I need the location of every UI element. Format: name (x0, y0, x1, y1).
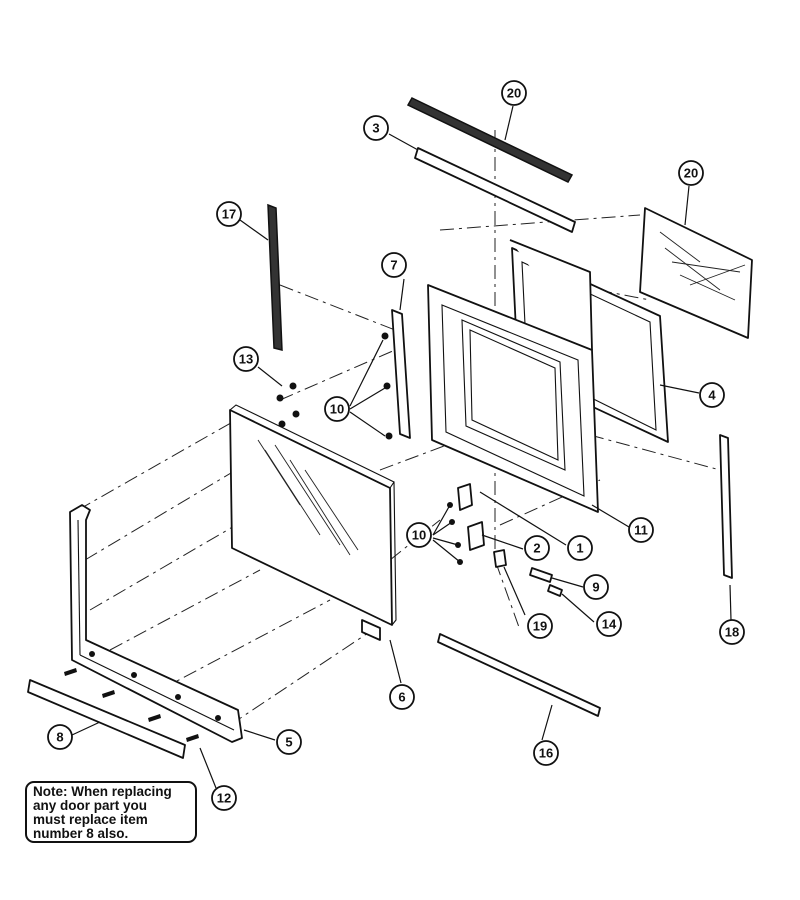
part-7-bracket (381, 309, 411, 440)
callout-16-label: 17 (222, 207, 236, 222)
callout-14: 14 (596, 611, 622, 637)
callout-18: 20 (501, 80, 527, 106)
part-17-side-strip (719, 434, 733, 579)
hinge-hardware (447, 483, 563, 597)
part-11-inner-frame (427, 239, 599, 513)
callout-19-label: 19 (533, 619, 547, 634)
part-6-outer-glass (229, 404, 397, 641)
callout-2-label: 2 (533, 541, 540, 556)
note-line-3: must replace item (33, 812, 148, 827)
part-15-bottom-strip (437, 633, 601, 717)
callout-11-label: 11 (634, 523, 648, 538)
callout-18-label: 20 (507, 86, 521, 101)
callout-7-label: 7 (390, 258, 397, 273)
callout-20: 20 (678, 160, 704, 186)
part-18-top-trim (406, 97, 574, 183)
callout-5: 5 (276, 729, 302, 755)
part-16-side-strip (267, 203, 283, 351)
callout-16: 17 (216, 201, 242, 227)
callout-6-label: 6 (398, 690, 405, 705)
callout-13: 13 (233, 346, 259, 372)
callout-15-label: 16 (539, 746, 553, 761)
callout-3-label: 3 (372, 121, 379, 136)
callout-10-lower: 10 (406, 522, 432, 548)
callout-4: 4 (699, 382, 725, 408)
note-line-4: number 8 also. (33, 826, 129, 841)
callout-4-label: 4 (708, 388, 716, 403)
callout-1-label: 1 (576, 541, 583, 556)
callout-15: 16 (533, 740, 559, 766)
part-13-screws (276, 382, 300, 428)
callout-2: 2 (524, 535, 550, 561)
callout-13-label: 13 (239, 352, 253, 367)
callout-3: 3 (363, 115, 389, 141)
leader-lines (71, 105, 732, 789)
part-8-bottom-trim (27, 679, 186, 759)
callout-12: 12 (211, 785, 237, 811)
part-3-upper-strip (414, 147, 576, 233)
callout-10-upper-label: 10 (330, 402, 344, 417)
callout-7: 7 (381, 252, 407, 278)
note-line-1: Note: When replacing (33, 784, 172, 799)
callout-11: 11 (628, 517, 654, 543)
callout-19: 19 (527, 613, 553, 639)
callout-17: 18 (719, 619, 745, 645)
callout-6: 6 (389, 684, 415, 710)
callout-9: 9 (583, 574, 609, 600)
callout-8-label: 8 (56, 730, 63, 745)
callout-14-label: 14 (602, 617, 617, 632)
callout-10-lower-label: 10 (412, 528, 426, 543)
callout-1: 1 (567, 535, 593, 561)
part-12-screws (64, 668, 199, 742)
note-line-2: any door part you (33, 798, 148, 813)
part-5-door-trim (69, 504, 243, 743)
callout-17-label: 18 (725, 625, 739, 640)
callout-10-upper: 10 (324, 396, 350, 422)
part-20-rear-glass (639, 207, 753, 339)
callout-8: 8 (47, 724, 73, 750)
callout-20-label: 20 (684, 166, 698, 181)
callout-5-label: 5 (285, 735, 292, 750)
callout-9-label: 9 (592, 580, 599, 595)
replacement-note: Note: When replacing any door part you m… (25, 781, 197, 843)
callout-12-label: 12 (217, 791, 231, 806)
